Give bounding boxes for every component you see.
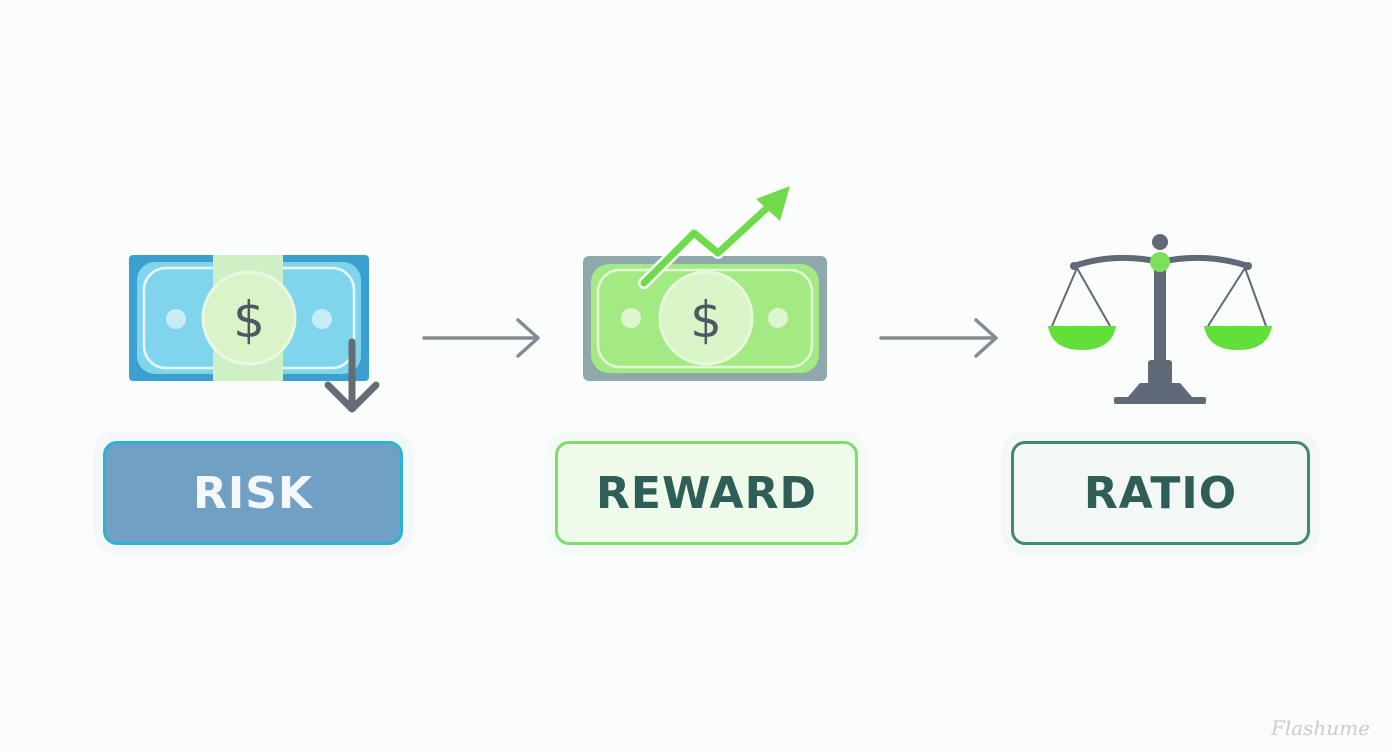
risk-dollar-sign: $ <box>233 291 265 349</box>
money-up-icon: $ <box>583 186 827 381</box>
arrow-right-icon <box>879 318 998 358</box>
reward-label: REWARD <box>596 467 817 519</box>
watermark: Flashume <box>1270 716 1370 740</box>
ratio-label-box: RATIO <box>1011 441 1310 545</box>
arrow-right-icon <box>422 318 540 358</box>
ratio-label: RATIO <box>1083 467 1238 519</box>
reward-dollar-sign: $ <box>690 291 722 349</box>
reward-label-box: REWARD <box>555 441 858 545</box>
balance-scale-icon <box>1048 234 1272 404</box>
risk-label-box: RISK <box>103 441 403 545</box>
money-down-icon: $ <box>129 255 380 413</box>
risk-label: RISK <box>192 467 314 519</box>
